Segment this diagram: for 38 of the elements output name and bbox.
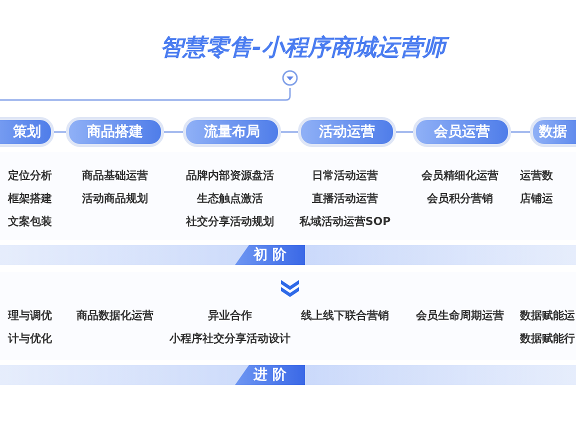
skill-item: 运营数: [520, 168, 553, 183]
connector-line: [54, 131, 66, 133]
stage-pill: 数据: [530, 117, 576, 147]
skill-item: 文案包装: [8, 214, 52, 229]
skill-item: 直播活动运营: [312, 191, 378, 206]
skill-item: 品牌内部资源盘活: [186, 168, 274, 183]
skill-item: 数据赋能行: [520, 331, 575, 346]
connector-line: [281, 131, 298, 133]
skill-item: 数据赋能运: [520, 308, 575, 323]
skill-item: 社交分享活动规划: [186, 214, 274, 229]
skill-item: 会员积分营销: [427, 191, 493, 206]
level-tag: 进 阶: [235, 365, 305, 385]
connector-line: [396, 131, 413, 133]
skill-item: 线上线下联合营销: [301, 308, 389, 323]
skill-item: 会员精细化运营: [422, 168, 498, 183]
skill-item: 异业合作: [208, 308, 252, 323]
level-tag: 初 阶: [235, 245, 305, 265]
stage-pill: 会员运营: [413, 117, 511, 147]
stage-pill: 流量布局: [183, 117, 281, 147]
skill-item: 会员生命周期运营: [416, 308, 504, 323]
stage-pill: 商品搭建: [66, 117, 164, 147]
skill-item: 商品数据化运营: [76, 308, 154, 323]
skill-item: 活动商品规划: [82, 191, 148, 206]
skill-item: 计与优化: [8, 331, 52, 346]
skill-item: 小程序社交分享活动设计: [170, 331, 290, 346]
skill-item: 私域活动运营SOP: [299, 214, 391, 229]
skill-item: 定位分析: [8, 168, 52, 183]
connector-line: [0, 88, 291, 101]
stage-pill: 活动运营: [298, 117, 396, 147]
skill-item: 理与调优: [8, 308, 52, 323]
connector-line: [164, 131, 183, 133]
skill-item: 日常活动运营: [312, 168, 378, 183]
stage-pill: 策划: [0, 117, 54, 147]
skill-item: 生态触点激活: [197, 191, 263, 206]
connector-line: [511, 131, 530, 133]
skill-item: 店铺运: [520, 191, 553, 206]
skill-item: 商品基础运营: [82, 168, 148, 183]
skill-item: 框架搭建: [8, 191, 52, 206]
